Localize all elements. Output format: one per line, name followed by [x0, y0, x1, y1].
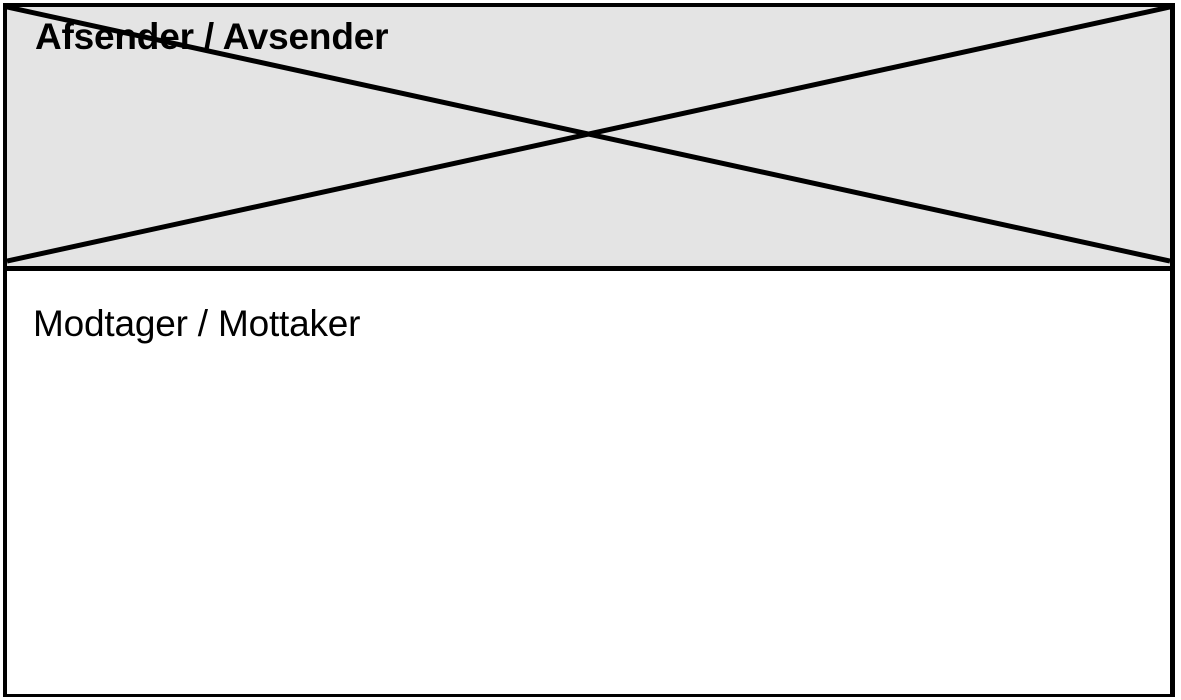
recipient-field-label: Modtager / Mottaker	[33, 303, 361, 344]
address-form-outline: Afsender / Avsender Modtager / Mottaker	[3, 3, 1175, 697]
recipient-write-area[interactable]	[33, 356, 1150, 682]
sender-field[interactable]: Afsender / Avsender	[7, 7, 1170, 271]
recipient-field[interactable]: Modtager / Mottaker	[7, 276, 1170, 694]
sender-field-label: Afsender / Avsender	[35, 16, 389, 57]
